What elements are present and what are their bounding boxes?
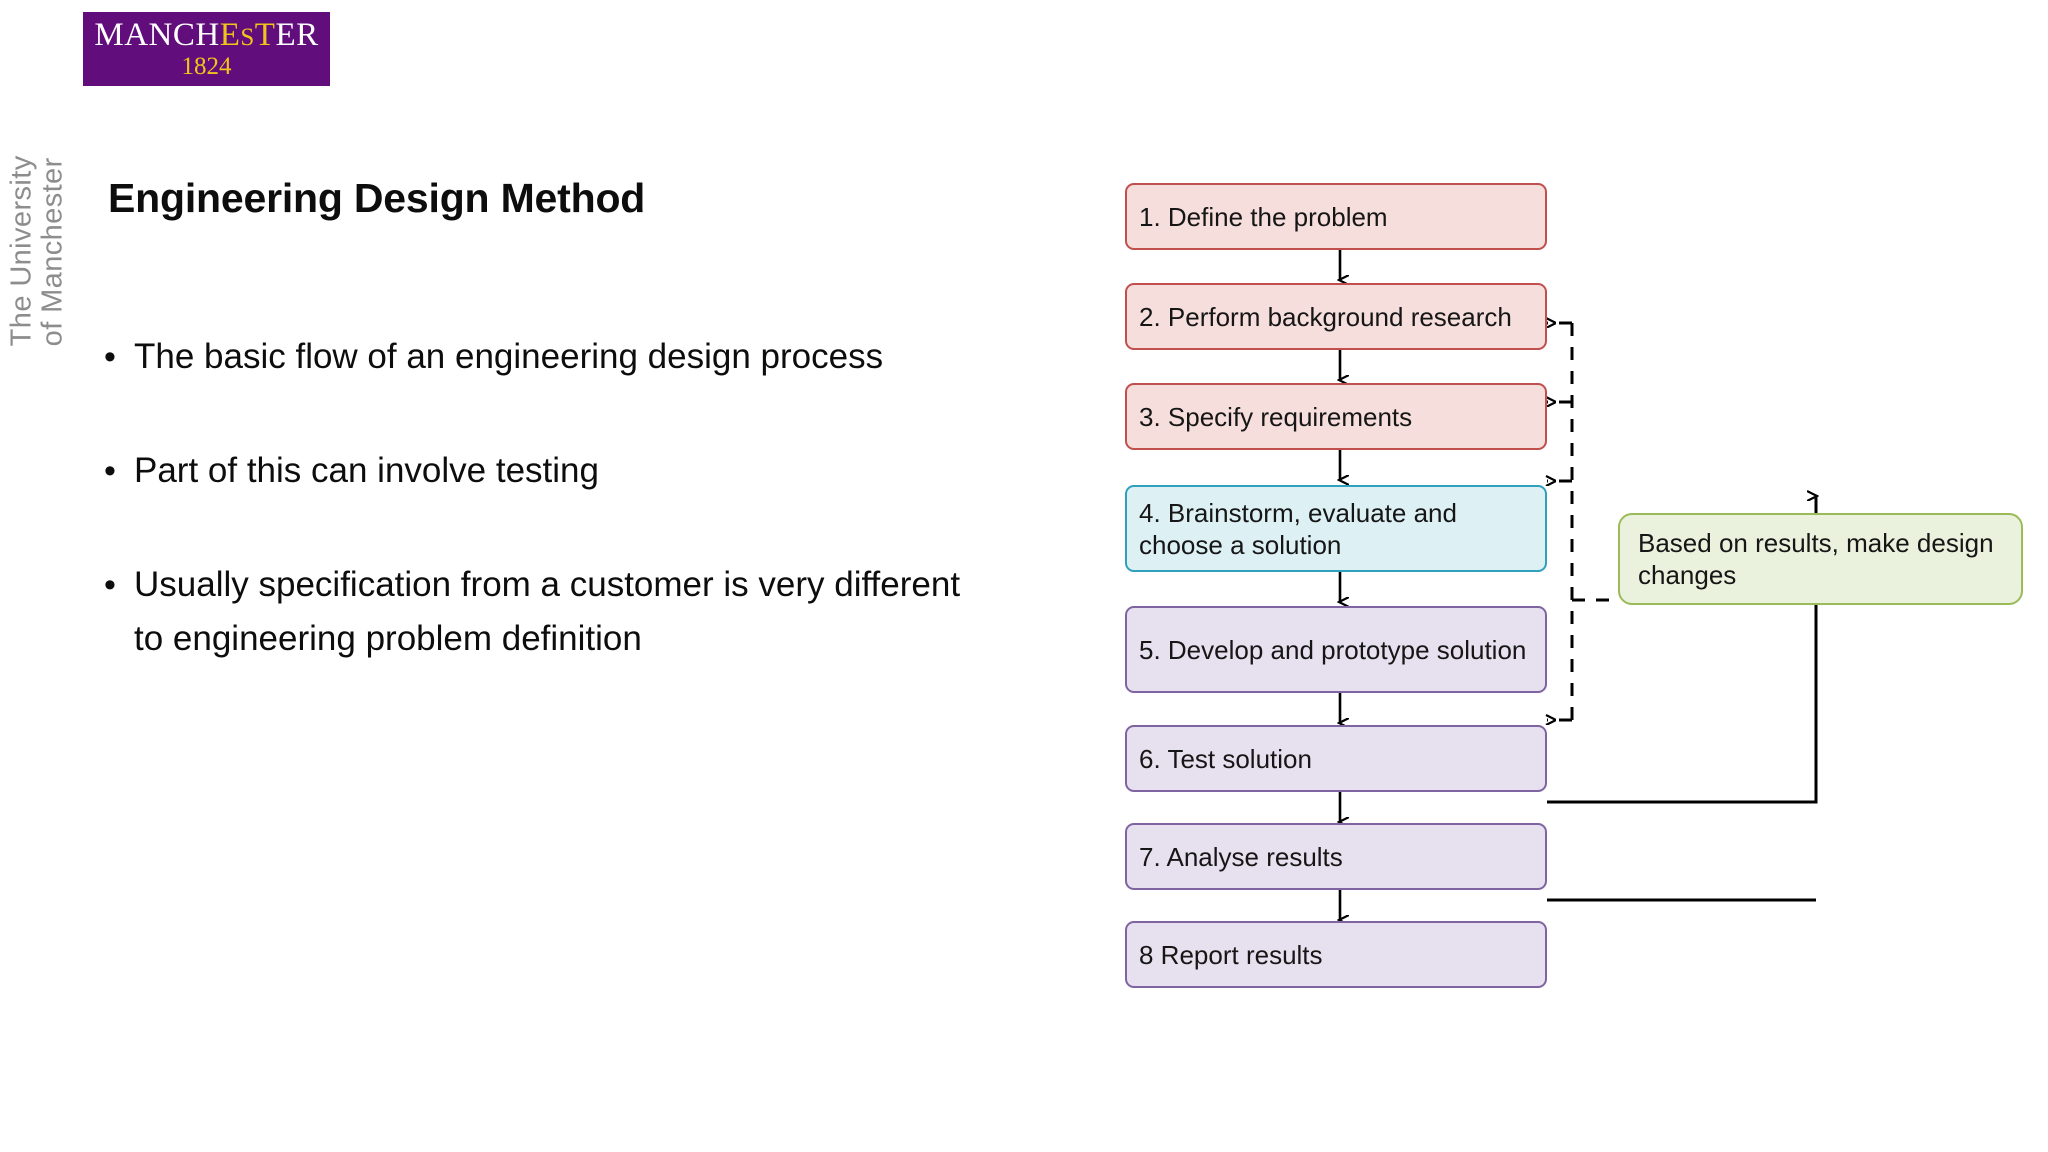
university-of-manchester-logo: MANCHESTER 1824 xyxy=(83,12,330,86)
flow-step-4[interactable]: 4. Brainstorm, evaluate and choose a sol… xyxy=(1125,485,1547,572)
bullet-text: The basic flow of an engineering design … xyxy=(134,337,884,376)
bullet-point-icon: • xyxy=(104,566,116,604)
flow-step-6[interactable]: 6. Test solution xyxy=(1125,725,1547,792)
list-item: • Usually specification from a customer … xyxy=(100,558,1000,666)
logo-year: 1824 xyxy=(181,53,232,80)
logo-wordmark-gold-e: E xyxy=(219,17,241,53)
bullet-text: Part of this can involve testing xyxy=(134,451,599,490)
flow-step-1[interactable]: 1. Define the problem xyxy=(1125,183,1547,250)
flow-step-5-label: 5. Develop and prototype solution xyxy=(1139,634,1527,665)
logo-wordmark-gold-s: S xyxy=(240,24,255,51)
bullet-list: • The basic flow of an engineering desig… xyxy=(100,330,1000,726)
list-item: • The basic flow of an engineering desig… xyxy=(100,330,1000,384)
flow-step-1-label: 1. Define the problem xyxy=(1139,201,1388,232)
flow-step-8-label: 8 Report results xyxy=(1139,939,1323,970)
logo-wordmark-gold-t: T xyxy=(254,17,276,53)
flow-step-4-label: 4. Brainstorm, evaluate and choose a sol… xyxy=(1139,497,1457,560)
flow-step-3[interactable]: 3. Specify requirements xyxy=(1125,383,1547,450)
logo-wordmark: MANCHESTER xyxy=(94,17,319,53)
design-changes-callout-label: Based on results, make design changes xyxy=(1638,528,1994,590)
flow-step-3-label: 3. Specify requirements xyxy=(1139,401,1413,432)
flow-step-6-label: 6. Test solution xyxy=(1139,743,1312,774)
page-title: Engineering Design Method xyxy=(108,175,646,221)
flow-step-7[interactable]: 7. Analyse results xyxy=(1125,823,1547,890)
flow-step-2-label: 2. Perform background research xyxy=(1139,301,1512,332)
bullet-point-icon: • xyxy=(104,452,116,490)
flow-step-2[interactable]: 2. Perform background research xyxy=(1125,283,1547,350)
bullet-text: Usually specification from a customer is… xyxy=(134,565,961,658)
vertical-university-name: The University of Manchester xyxy=(5,155,69,347)
bullet-point-icon: • xyxy=(104,338,116,376)
flow-step-7-label: 7. Analyse results xyxy=(1139,841,1343,872)
flow-step-5[interactable]: 5. Develop and prototype solution xyxy=(1125,606,1547,693)
design-changes-callout[interactable]: Based on results, make design changes xyxy=(1618,513,2023,605)
list-item: • Part of this can involve testing xyxy=(100,444,1000,498)
flow-step-8[interactable]: 8 Report results xyxy=(1125,921,1547,988)
engineering-design-method-flowchart: 1. Define the problem 2. Perform backgro… xyxy=(1110,160,2048,988)
